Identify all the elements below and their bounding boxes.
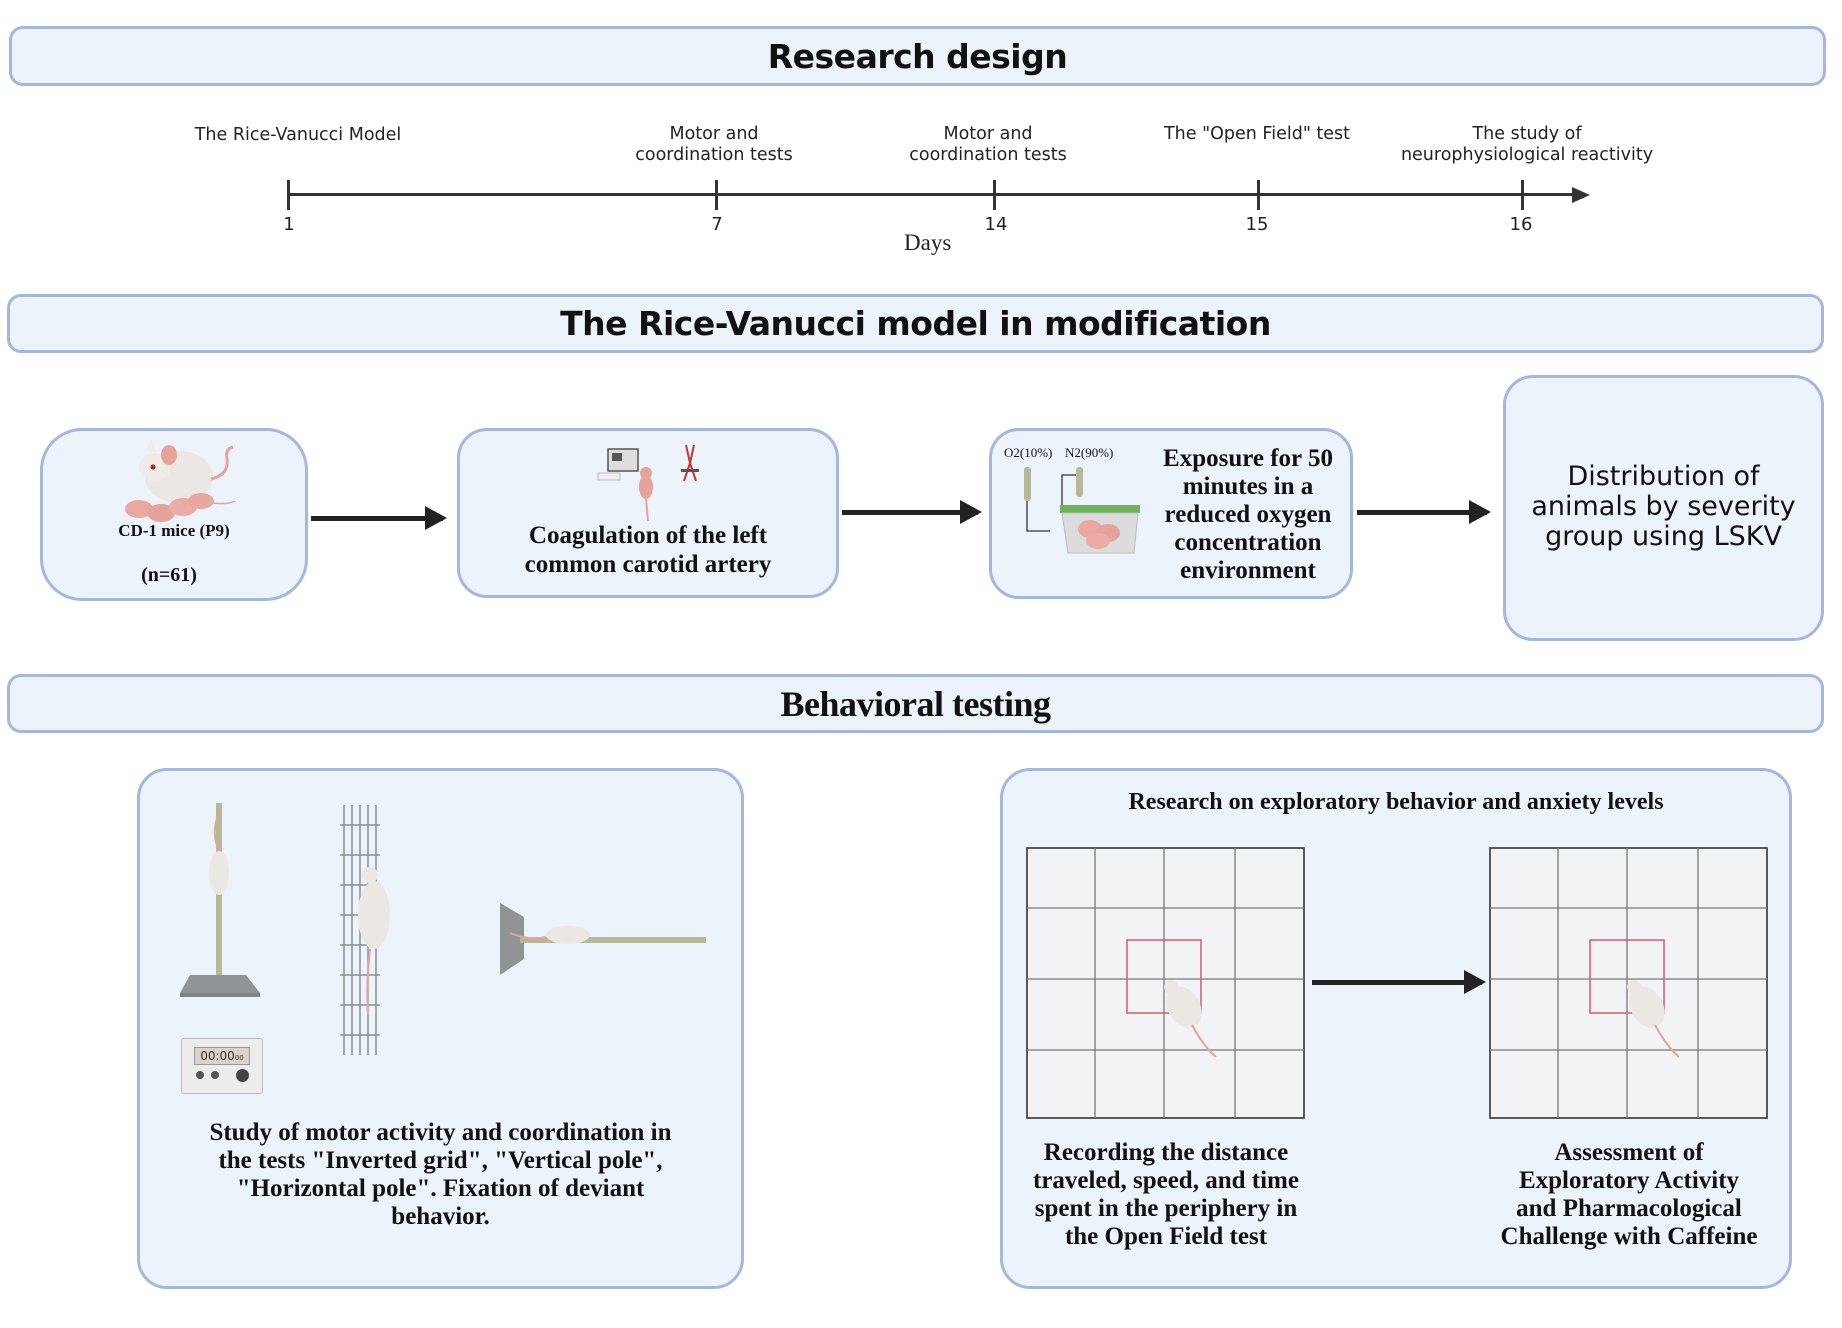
timeline-day-number: 14 — [984, 214, 1008, 235]
flow-arrow — [1312, 970, 1486, 994]
timeline-event-label: Motor and coordination tests — [909, 124, 1067, 165]
open-field-arena-icon — [1489, 847, 1768, 1119]
stopwatch-display: 00:0000 — [194, 1047, 250, 1065]
mice-count-label: (n=61) — [141, 564, 197, 586]
mouse-with-pups-icon — [125, 439, 236, 522]
timeline-tick — [715, 180, 718, 210]
timeline-day-number: 15 — [1245, 214, 1269, 235]
behavioral-title: Behavioral testing — [780, 683, 1051, 724]
distribution-label: Distribution of animals by severity grou… — [1531, 461, 1796, 552]
flow-arrow — [1357, 500, 1491, 524]
exploratory-card: Research on exploratory behavior and anx… — [1000, 768, 1792, 1289]
step-coagulation-card: Coagulation of the left common carotid a… — [457, 428, 839, 598]
hypoxia-chamber-icon — [1024, 467, 1140, 554]
model-title: The Rice-Vanucci model in modification — [560, 304, 1271, 343]
exploratory-title: Research on exploratory behavior and anx… — [1128, 789, 1664, 815]
motor-tests-description: Study of motor activity and coordination… — [209, 1119, 672, 1230]
timeline-event-label: Motor and coordination tests — [635, 124, 793, 165]
behavioral-banner: Behavioral testing — [7, 674, 1824, 733]
timeline-tick — [287, 180, 290, 210]
step-mice-card: CD-1 mice (P9) (n=61) — [40, 428, 308, 601]
timeline-axis — [288, 193, 1578, 196]
step-hypoxia-card: O2(10%) N2(90%) Exposure for 50 minutes … — [989, 428, 1353, 599]
research-design-banner: Research design — [9, 26, 1826, 86]
model-banner: The Rice-Vanucci model in modification — [7, 294, 1824, 353]
stopwatch-button — [236, 1069, 249, 1082]
stopwatch-icon: 00:0000 — [181, 1038, 263, 1094]
timeline-day-number: 16 — [1509, 214, 1533, 235]
timeline-event-label: The "Open Field" test — [1163, 124, 1351, 144]
horizontal-pole-icon — [500, 903, 706, 975]
timeline-day-number: 7 — [711, 214, 723, 235]
gas-n2-label: N2(90%) — [1065, 445, 1114, 460]
timeline-axis-label: Days — [904, 230, 952, 255]
stopwatch-button — [211, 1071, 219, 1079]
open-field-arena-icon — [1026, 847, 1305, 1119]
timeline-tick — [1521, 180, 1524, 210]
timeline-tick — [993, 180, 996, 210]
step-distribution-card: Distribution of animals by severity grou… — [1503, 375, 1824, 641]
timeline-arrowhead-icon — [1572, 187, 1590, 203]
stopwatch-button — [196, 1071, 204, 1079]
hypoxia-label: Exposure for 50 minutes in a reduced oxy… — [1163, 445, 1333, 584]
caffeine-challenge-description: Assessment of Exploratory Activity and P… — [1500, 1139, 1758, 1250]
timeline-day-number: 1 — [283, 214, 295, 235]
inverted-grid-icon — [340, 805, 390, 1055]
timeline-event-label: The Rice-Vanucci Model — [194, 125, 402, 145]
flow-arrow — [842, 500, 982, 524]
surgery-equipment-icon — [597, 444, 699, 522]
research-design-title: Research design — [767, 36, 1068, 76]
mice-strain-label: CD-1 mice (P9) — [118, 521, 230, 540]
flow-arrow — [311, 506, 447, 530]
vertical-pole-icon — [180, 803, 260, 997]
open-field-recording-description: Recording the distance traveled, speed, … — [1033, 1139, 1299, 1250]
motor-tests-card: 00:0000 Study of motor activity and coor… — [137, 768, 744, 1289]
gas-o2-label: O2(10%) — [1004, 445, 1053, 460]
timeline-tick — [1257, 180, 1260, 210]
coagulation-label: Coagulation of the left common carotid a… — [524, 522, 772, 578]
timeline-event-label: The study of neurophysiological reactivi… — [1400, 124, 1654, 165]
